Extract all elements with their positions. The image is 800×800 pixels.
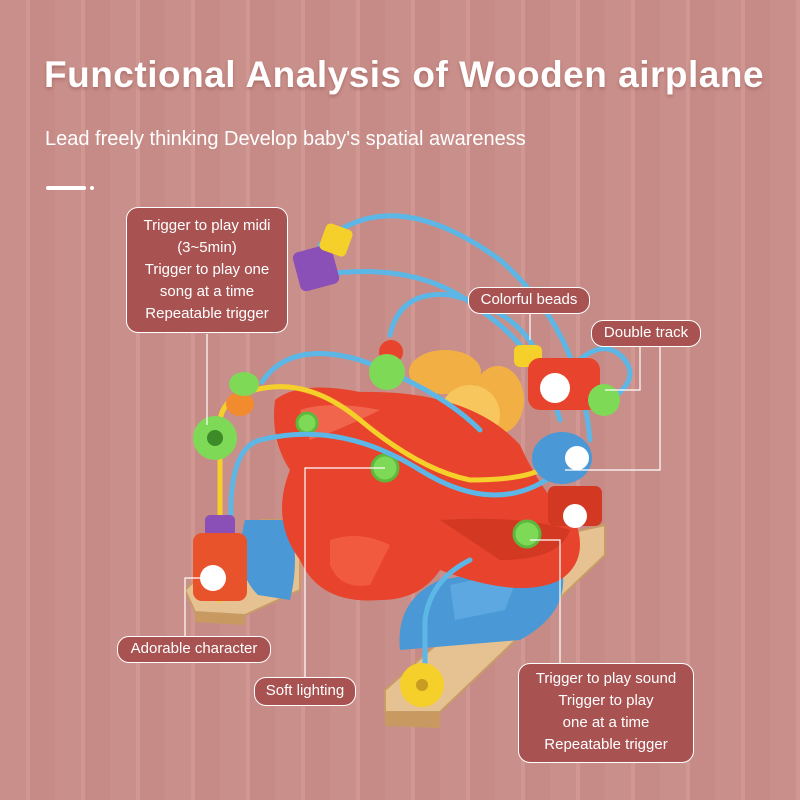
callout-midi-trigger: Trigger to play midi (3~5min) Trigger to… — [126, 207, 288, 333]
blue-skid-left — [240, 520, 295, 600]
callout-sound-trigger: Trigger to play sound Trigger to play on… — [518, 663, 694, 763]
callout-sound-line-2: Trigger to play — [558, 692, 654, 709]
callout-adorable-character: Adorable character — [117, 636, 271, 663]
divider-dash — [46, 186, 86, 190]
red-airplane-body — [274, 387, 580, 601]
callout-midi-line-2: (3~5min) — [177, 239, 237, 256]
callout-sound-line-1: Trigger to play sound — [535, 670, 677, 687]
callout-midi-line-5: Repeatable trigger — [145, 305, 269, 322]
callout-soft-lighting: Soft lighting — [254, 677, 356, 706]
page-title: Functional Analysis of Wooden airplane — [44, 54, 765, 95]
colorful-beads — [193, 223, 620, 707]
callout-midi-line-4: song at a time — [159, 283, 255, 300]
callout-sound-line-4: Repeatable trigger — [544, 736, 668, 753]
callout-leader-lines — [184, 314, 661, 677]
green-midi-button — [295, 411, 319, 435]
callout-sound-line-3: one at a time — [562, 714, 650, 731]
callout-double-track: Double track — [591, 320, 701, 347]
divider-dot — [90, 186, 94, 190]
green-sound-button — [512, 519, 542, 549]
page-subtitle: Lead freely thinking Develop baby's spat… — [45, 128, 526, 150]
callout-midi-line-3: Trigger to play one — [144, 261, 270, 278]
callout-colorful-beads: Colorful beads — [468, 287, 590, 314]
callout-midi-line-1: Trigger to play midi — [143, 217, 271, 234]
